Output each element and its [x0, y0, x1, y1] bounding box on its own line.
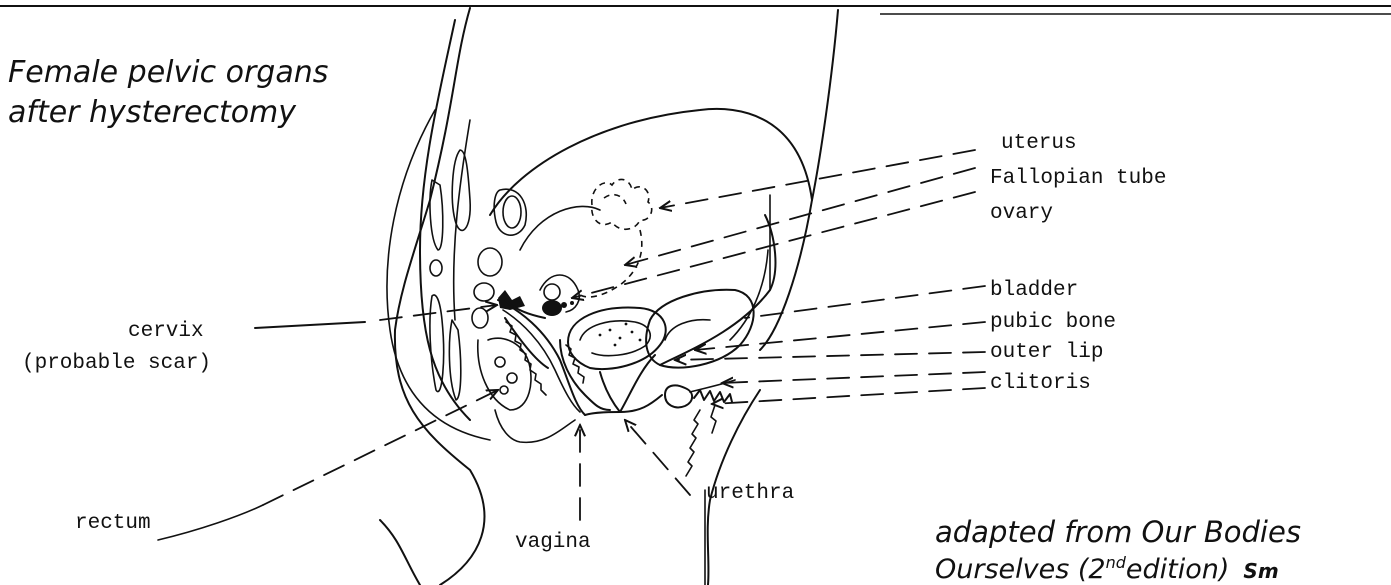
label-clitoris: clitoris	[990, 372, 1091, 395]
label-probable-scar: (probable scar)	[22, 352, 211, 375]
leader-lines	[158, 150, 985, 585]
credit-line-2: Ourselves (2ndedition) Sm	[935, 553, 1279, 585]
ovary	[540, 275, 579, 316]
label-fallopian-tube: Fallopian tube	[990, 167, 1166, 190]
label-vagina: vagina	[515, 531, 591, 554]
label-cervix: cervix	[128, 320, 204, 343]
label-uterus: uterus	[1001, 132, 1077, 155]
label-urethra: urethra	[706, 482, 794, 505]
label-rectum: rectum	[75, 512, 151, 535]
credit-line-1: adapted from Our Bodies	[935, 515, 1301, 549]
credit-text-b: edition)	[1126, 554, 1230, 585]
inner-cavity	[520, 206, 600, 250]
title-line-1: Female pelvic organs	[8, 55, 328, 90]
credit-text-a: Ourselves (2	[935, 554, 1106, 585]
pubic-bone	[646, 290, 754, 368]
vagina-walls	[498, 300, 620, 415]
abdominal-wall	[490, 109, 812, 215]
credit-superscript: nd	[1106, 553, 1127, 572]
label-pubic-bone: pubic bone	[990, 311, 1116, 334]
outer-lip	[660, 215, 775, 476]
title-line-2: after hysterectomy	[8, 95, 297, 130]
credit-initials: Sm	[1243, 559, 1278, 583]
spine	[430, 150, 470, 400]
label-bladder: bladder	[990, 279, 1078, 302]
label-outer-lip: outer lip	[990, 341, 1103, 364]
label-ovary: ovary	[990, 202, 1053, 225]
